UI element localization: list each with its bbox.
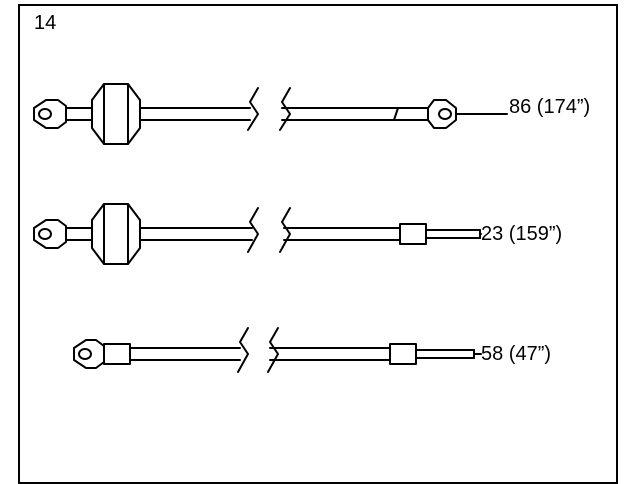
- cable-3-label: 58 (47”): [481, 343, 552, 365]
- cable-2-end-wire: [425, 229, 481, 239]
- cable-1: [33, 83, 508, 145]
- cable-1-grommet: [91, 83, 141, 145]
- cable-3-ring-terminal-left: [73, 339, 105, 369]
- panel-number: 14: [34, 12, 57, 34]
- cable-2-wire: [139, 227, 401, 241]
- cable-1-label: 86 (174”): [509, 96, 591, 118]
- cable-1-ring-terminal-right: [427, 99, 457, 129]
- cable-3: [73, 327, 482, 373]
- cable-3-wire: [129, 347, 391, 361]
- cable-3-sleeve-right: [389, 343, 417, 365]
- cable-2-sleeve: [399, 223, 427, 245]
- cable-3-break-mark: [237, 327, 279, 373]
- cable-2: [33, 203, 482, 265]
- cable-3-end-wire: [415, 349, 475, 359]
- cable-3-sleeve-left: [103, 343, 131, 365]
- cable-2-ring-terminal-left: [33, 219, 93, 249]
- cable-1-ring-terminal-left: [33, 99, 93, 129]
- cable-1-wire: [139, 107, 429, 121]
- cable-2-break-mark: [247, 207, 291, 253]
- cable-diagram: [33, 83, 508, 373]
- cable-1-break-mark: [247, 87, 291, 131]
- cable-2-label: 23 (159”): [481, 223, 563, 245]
- cable-2-grommet: [91, 203, 141, 265]
